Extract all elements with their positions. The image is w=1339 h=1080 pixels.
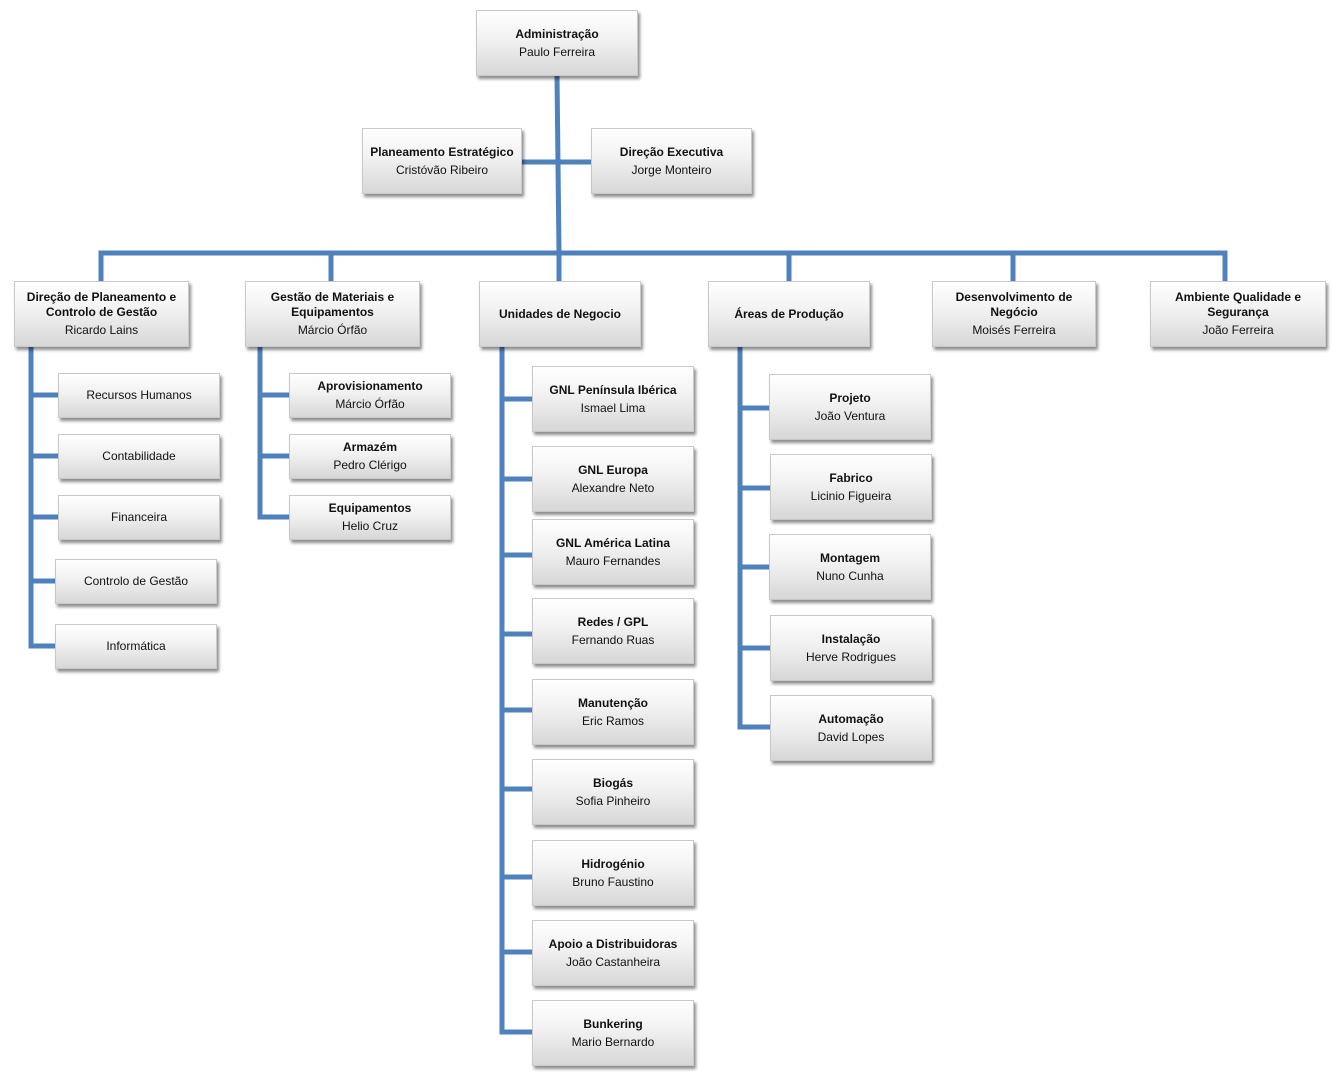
node-title: Armazém bbox=[342, 440, 398, 454]
node-person: Eric Ramos bbox=[581, 713, 644, 728]
node-person: Márcio Órfão bbox=[297, 323, 368, 337]
node-instalacao[interactable]: Instalação Herve Rodrigues bbox=[770, 615, 932, 681]
node-title: Biogás bbox=[592, 775, 633, 790]
node-person: Paulo Ferreira bbox=[518, 44, 596, 59]
node-title: GNL América Latina bbox=[555, 535, 671, 550]
node-areas-producao[interactable]: Áreas de Produção bbox=[708, 281, 870, 347]
node-title: Ambiente Qualidade e Segurança bbox=[1174, 290, 1302, 319]
node-title: Montagem bbox=[820, 550, 880, 565]
node-hidrogenio[interactable]: Hidrogénio Bruno Faustino bbox=[532, 840, 694, 906]
node-redes-gpl[interactable]: Redes / GPL Fernando Ruas bbox=[532, 598, 694, 664]
node-person: Sofia Pinheiro bbox=[575, 793, 651, 808]
node-unidades-negocio[interactable]: Unidades de Negocio bbox=[479, 281, 641, 347]
node-desenvolvimento-negocio[interactable]: Desenvolvimento de Negócio Moisés Ferrei… bbox=[932, 281, 1096, 347]
node-person: Márcio Órfão bbox=[335, 397, 405, 411]
node-title: Manutenção bbox=[577, 695, 648, 710]
node-person: Jorge Monteiro bbox=[631, 162, 712, 177]
node-title: Redes / GPL bbox=[577, 614, 649, 629]
node-title: Direção de Planeamento e Controlo de Ges… bbox=[26, 290, 177, 319]
node-title: Desenvolvimento de Negócio bbox=[955, 290, 1073, 319]
node-title: Bunkering bbox=[583, 1016, 643, 1031]
node-person: João Ventura bbox=[814, 408, 886, 423]
node-title: Áreas de Produção bbox=[734, 306, 844, 321]
node-aprovisionamento[interactable]: Aprovisionamento Márcio Órfão bbox=[289, 373, 451, 418]
node-title: GNL Europa bbox=[578, 462, 648, 477]
node-apoio-distribuidoras[interactable]: Apoio a Distribuidoras João Castanheira bbox=[532, 920, 694, 986]
node-armazem[interactable]: Armazém Pedro Clérigo bbox=[289, 434, 451, 479]
node-fabrico[interactable]: Fabrico Licinio Figueira bbox=[770, 454, 932, 520]
node-title: Financeira bbox=[110, 510, 168, 524]
node-title: Planeamento Estratégico bbox=[370, 144, 514, 159]
node-title: Unidades de Negocio bbox=[498, 306, 622, 321]
node-person: David Lopes bbox=[817, 729, 885, 744]
node-recursos-humanos[interactable]: Recursos Humanos bbox=[58, 373, 220, 418]
node-title: Hidrogénio bbox=[581, 856, 645, 871]
node-financeira[interactable]: Financeira bbox=[58, 495, 220, 540]
node-person: Nuno Cunha bbox=[816, 568, 884, 583]
node-title: Projeto bbox=[829, 390, 871, 405]
node-title: Direção Executiva bbox=[619, 144, 724, 159]
node-title: Fabrico bbox=[829, 470, 873, 485]
node-title: Gestão de Materiais e Equipamentos bbox=[270, 290, 395, 319]
node-title: Recursos Humanos bbox=[86, 388, 192, 402]
node-planeamento-estrategico[interactable]: Planeamento Estratégico Cristóvão Ribeir… bbox=[362, 128, 522, 194]
node-gnl-europa[interactable]: GNL Europa Alexandre Neto bbox=[532, 446, 694, 512]
node-title: Equipamentos bbox=[328, 501, 412, 515]
node-person: João Ferreira bbox=[1202, 323, 1274, 337]
node-title: Aprovisionamento bbox=[317, 379, 423, 393]
node-gnl-america-latina[interactable]: GNL América Latina Mauro Fernandes bbox=[532, 519, 694, 585]
node-direcao-planeamento-controlo[interactable]: Direção de Planeamento e Controlo de Ges… bbox=[14, 281, 189, 347]
node-biogas[interactable]: Biogás Sofia Pinheiro bbox=[532, 759, 694, 825]
node-informatica[interactable]: Informática bbox=[55, 624, 217, 669]
node-person: Mauro Fernandes bbox=[565, 553, 661, 568]
node-ambiente-qualidade[interactable]: Ambiente Qualidade e Segurança João Ferr… bbox=[1150, 281, 1326, 347]
node-person: João Castanheira bbox=[565, 954, 661, 969]
node-title: Administração bbox=[515, 26, 599, 41]
node-automacao[interactable]: Automação David Lopes bbox=[770, 695, 932, 761]
node-manutencao[interactable]: Manutenção Eric Ramos bbox=[532, 679, 694, 745]
node-montagem[interactable]: Montagem Nuno Cunha bbox=[769, 534, 931, 600]
node-person: Bruno Faustino bbox=[572, 874, 654, 889]
node-title: Controlo de Gestão bbox=[83, 574, 189, 588]
node-gnl-peninsula-iberica[interactable]: GNL Península Ibérica Ismael Lima bbox=[532, 366, 694, 432]
node-person: Fernando Ruas bbox=[571, 632, 655, 647]
node-person: Cristóvão Ribeiro bbox=[395, 162, 489, 177]
node-person: Moisés Ferreira bbox=[972, 323, 1056, 337]
node-person: Pedro Clérigo bbox=[333, 458, 407, 472]
node-gestao-materiais[interactable]: Gestão de Materiais e Equipamentos Márci… bbox=[245, 281, 420, 347]
node-person: Helio Cruz bbox=[341, 519, 398, 533]
node-person: Alexandre Neto bbox=[571, 480, 655, 495]
node-direcao-executiva[interactable]: Direção Executiva Jorge Monteiro bbox=[591, 128, 752, 194]
node-title: GNL Península Ibérica bbox=[549, 382, 677, 397]
node-person: Mario Bernardo bbox=[571, 1034, 655, 1049]
node-title: Instalação bbox=[821, 631, 881, 646]
node-person: Ismael Lima bbox=[580, 400, 646, 415]
node-person: Herve Rodrigues bbox=[805, 649, 897, 664]
node-title: Informática bbox=[106, 639, 166, 653]
node-person: Ricardo Lains bbox=[64, 323, 139, 337]
node-equipamentos[interactable]: Equipamentos Helio Cruz bbox=[289, 495, 451, 540]
node-bunkering[interactable]: Bunkering Mario Bernardo bbox=[532, 1000, 694, 1066]
node-controlo-gestao[interactable]: Controlo de Gestão bbox=[55, 559, 217, 604]
node-projeto[interactable]: Projeto João Ventura bbox=[769, 374, 931, 440]
node-title: Contabilidade bbox=[102, 449, 176, 463]
node-person: Licinio Figueira bbox=[810, 488, 892, 503]
node-contabilidade[interactable]: Contabilidade bbox=[58, 434, 220, 479]
node-title: Automação bbox=[818, 711, 884, 726]
node-administracao[interactable]: Administração Paulo Ferreira bbox=[476, 10, 638, 76]
node-title: Apoio a Distribuidoras bbox=[548, 936, 678, 951]
